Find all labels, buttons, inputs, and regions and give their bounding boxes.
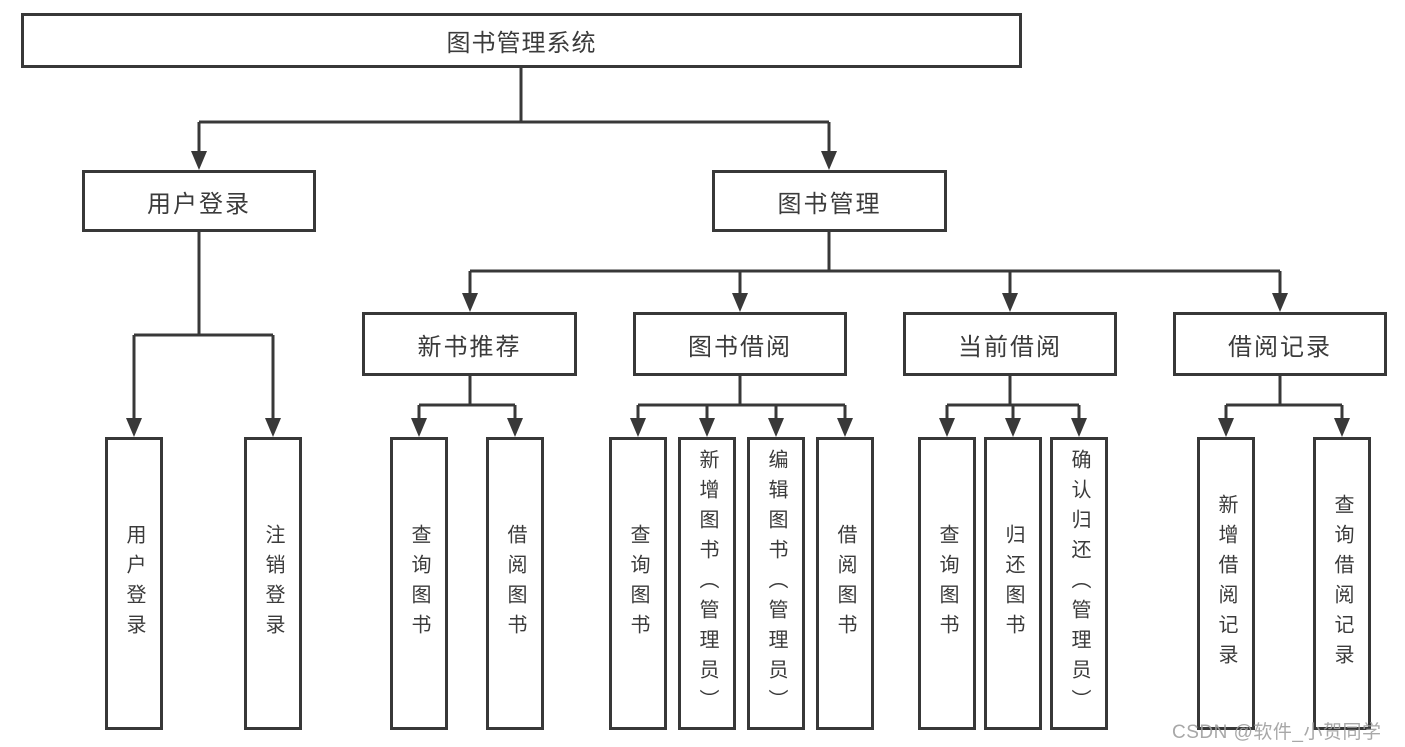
- leaf-label: 归还图书: [1002, 523, 1024, 644]
- node-user-login: 用户登录: [82, 170, 316, 232]
- leaf-label: 借阅图书: [504, 523, 526, 644]
- leaf-add-borrow-record: 新增借阅记录: [1197, 437, 1255, 730]
- node-root-system: 图书管理系统: [21, 13, 1022, 68]
- leaf-borrow-books-recommend: 借阅图书: [486, 437, 544, 730]
- node-new-book-recommend: 新书推荐: [362, 312, 577, 376]
- node-label: 当前借阅: [958, 333, 1062, 361]
- leaf-add-books-admin: 新增图书（管理员）: [678, 437, 736, 730]
- leaf-edit-books-admin: 编辑图书（管理员）: [747, 437, 805, 730]
- leaf-label: 查询图书: [627, 523, 649, 644]
- leaf-label: 注销登录: [262, 523, 284, 644]
- node-borrowing-records: 借阅记录: [1173, 312, 1387, 376]
- node-book-borrowing: 图书借阅: [633, 312, 847, 376]
- leaf-label: 新增图书（管理员）: [696, 448, 718, 719]
- leaf-label: 用户登录: [123, 523, 145, 644]
- leaf-query-books-current: 查询图书: [918, 437, 976, 730]
- leaf-return-books: 归还图书: [984, 437, 1042, 730]
- arrowhead-icons: [126, 151, 1350, 437]
- leaf-query-books-recommend: 查询图书: [390, 437, 448, 730]
- leaf-label: 借阅图书: [834, 523, 856, 644]
- node-label: 新书推荐: [417, 333, 522, 361]
- node-label: 图书管理系统: [446, 30, 597, 57]
- node-label: 图书管理: [777, 190, 882, 218]
- leaf-query-books-borrowing: 查询图书: [609, 437, 667, 730]
- leaf-user-login: 用户登录: [105, 437, 163, 730]
- node-book-management: 图书管理: [712, 170, 947, 232]
- leaf-label: 确认归还（管理员）: [1068, 448, 1090, 719]
- leaf-label: 查询借阅记录: [1331, 493, 1353, 674]
- leaf-label: 查询图书: [408, 523, 430, 644]
- leaf-confirm-return-admin: 确认归还（管理员）: [1050, 437, 1108, 730]
- csdn-watermark: CSDN @软件_小贺同学: [1172, 722, 1382, 743]
- leaf-logout: 注销登录: [244, 437, 302, 730]
- leaf-borrow-books: 借阅图书: [816, 437, 874, 730]
- leaf-query-borrow-record: 查询借阅记录: [1313, 437, 1371, 730]
- leaf-label: 编辑图书（管理员）: [765, 448, 787, 719]
- node-current-borrowing: 当前借阅: [903, 312, 1117, 376]
- node-label: 用户登录: [147, 190, 251, 218]
- leaf-label: 新增借阅记录: [1215, 493, 1237, 674]
- node-label: 图书借阅: [688, 333, 792, 361]
- node-label: 借阅记录: [1228, 333, 1332, 361]
- leaf-label: 查询图书: [936, 523, 958, 644]
